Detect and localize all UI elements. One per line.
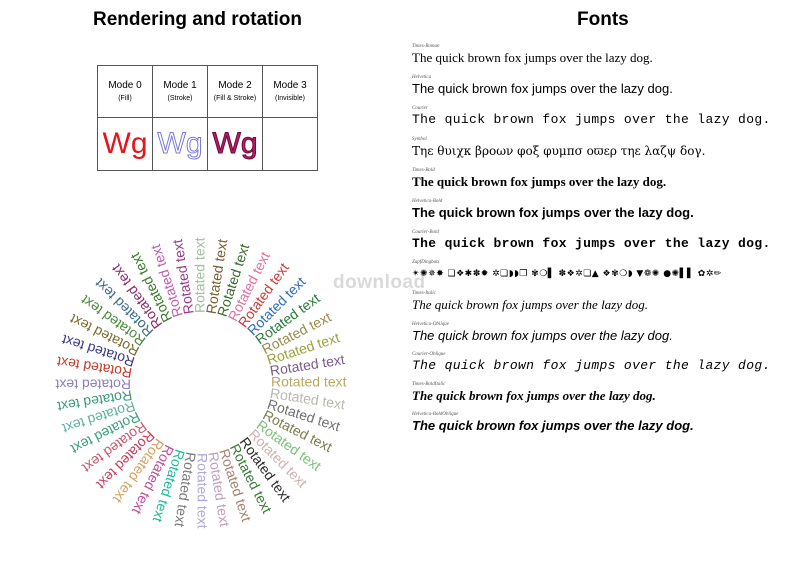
font-name-label: Times-BoldItalic bbox=[412, 382, 446, 387]
font-sample-text: The quick brown fox jumps over the lazy … bbox=[412, 236, 771, 251]
font-name-label: Times-Bold bbox=[412, 168, 435, 173]
rotated-text-label: Rotated text bbox=[194, 453, 210, 529]
fonts-heading: Fonts bbox=[577, 9, 629, 30]
font-sample-text: The quick brown fox jumps over the lazy … bbox=[412, 388, 656, 403]
font-name-label: Symbol bbox=[412, 137, 427, 142]
font-sample-text: The quick brown fox jumps over the lazy … bbox=[412, 112, 771, 127]
font-name-label: Times-Italic bbox=[412, 291, 436, 296]
rotated-text-label: Rotated text bbox=[271, 374, 347, 390]
font-sample-text: The quick brown fox jumps over the lazy … bbox=[412, 328, 673, 343]
font-name-label: Times-Roman bbox=[412, 44, 440, 49]
font-name-label: Courier-Bold bbox=[412, 230, 439, 235]
font-sample-zapfdingbats: ZapfDingbats ✴✺✵✸ ❑❖✱✽✹ ✲❏◗◗❒ ✾❍▌ ✽❖✲❏▲ ❖… bbox=[412, 260, 722, 282]
font-sample-text: The quick brown fox jumps over the lazy … bbox=[412, 205, 694, 220]
rotated-text-label: Rotated text bbox=[192, 237, 208, 313]
mode-3-sample bbox=[262, 117, 318, 171]
font-sample-text: The quick brown fox jumps over the lazy … bbox=[412, 50, 653, 65]
watermark-logo: download bbox=[333, 272, 426, 293]
font-sample-text: Τηε θυιχκ βροων φοξ φυμπσ οϖερ τηε λαζψ … bbox=[412, 144, 706, 158]
font-name-label: Helvetica-Bold bbox=[412, 199, 443, 204]
rendering-heading: Rendering and rotation bbox=[93, 9, 302, 30]
font-name-label: Helvetica-BoldOblique bbox=[412, 412, 459, 417]
mode-3-header: Mode 3(Invisible) bbox=[262, 65, 318, 118]
font-name-label: Courier bbox=[412, 106, 428, 111]
mode-1-sample: Wg bbox=[152, 117, 208, 171]
font-name-label: Helvetica-Oblique bbox=[412, 322, 449, 327]
font-sample-text: ✴✺✵✸ ❑❖✱✽✹ ✲❏◗◗❒ ✾❍▌ ✽❖✲❏▲ ❖✾❍◗ ▼❁✺ ●✺▌▌… bbox=[412, 269, 722, 279]
font-name-label: Courier-Oblique bbox=[412, 352, 446, 357]
font-name-label: Helvetica bbox=[412, 75, 432, 80]
mode-1-header: Mode 1(Stroke) bbox=[152, 65, 208, 118]
font-name-label: ZapfDingbats bbox=[412, 260, 440, 265]
rendering-modes-table: Mode 0(Fill) Mode 1(Stroke) Mode 2(Fill … bbox=[97, 65, 318, 171]
font-sample-text: The quick brown fox jumps over the lazy … bbox=[412, 358, 771, 373]
font-sample-text: The quick brown fox jumps over the lazy … bbox=[412, 174, 667, 189]
mode-2-sample: Wg bbox=[207, 117, 263, 171]
mode-2-header: Mode 2(Fill & Stroke) bbox=[207, 65, 263, 118]
mode-0-header: Mode 0(Fill) bbox=[97, 65, 153, 118]
font-sample-text: The quick brown fox jumps over the lazy … bbox=[412, 418, 694, 433]
rotated-text-label: Rotated text bbox=[55, 376, 131, 392]
font-sample-text: The quick brown fox jumps over the lazy … bbox=[412, 297, 649, 312]
font-sample-text: The quick brown fox jumps over the lazy … bbox=[412, 81, 673, 96]
mode-0-sample: Wg bbox=[97, 117, 153, 171]
